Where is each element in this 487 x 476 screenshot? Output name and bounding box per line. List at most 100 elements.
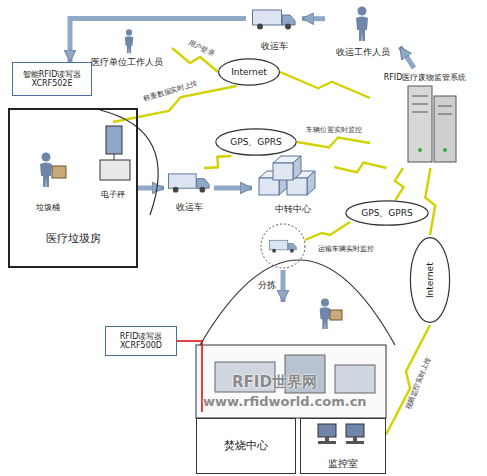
transfer-center: 中转中心 — [252, 155, 334, 215]
incinerator-building — [335, 365, 375, 393]
node-label: 收运车 — [261, 41, 288, 51]
server-figure — [408, 86, 432, 162]
node-label: Internet — [425, 262, 435, 298]
server-figure — [434, 96, 456, 162]
wireless-link — [425, 168, 435, 235]
person-figure — [320, 298, 331, 329]
reader-device — [100, 160, 130, 180]
wireless-link — [204, 156, 231, 168]
node-label: Internet — [231, 67, 267, 77]
ellipse-outline — [346, 201, 428, 225]
person-figure — [40, 153, 52, 188]
coverage-arc — [200, 260, 395, 345]
worker-figure: 收运工作人员 — [325, 2, 400, 58]
truck-figure — [253, 10, 296, 30]
watermark-text: www.rfidworld.com.cn — [203, 395, 367, 409]
flow-arrow — [214, 185, 252, 190]
node-label: 监控室 — [328, 458, 358, 470]
network-ellipse: GPS、GPRS — [215, 128, 297, 156]
wireless-link — [297, 138, 370, 148]
annotation-label: 分拣 — [258, 281, 276, 291]
reader-callout: 智能RFID读写器XCRF502E — [12, 62, 92, 96]
reader-device — [100, 126, 130, 180]
computer-figure — [346, 441, 364, 444]
monitor-room: 监控室 — [300, 418, 386, 474]
computer-figure — [318, 424, 364, 444]
node-label: 医疗单位工作人员 — [91, 57, 163, 67]
room-arc — [100, 110, 158, 215]
server-figure — [412, 104, 428, 105]
computer-figure — [346, 424, 364, 437]
flow-arrow — [138, 185, 164, 190]
wireless-link — [334, 163, 387, 173]
wireless-link — [305, 222, 350, 240]
ellipse-outline — [219, 59, 280, 85]
node-label: 收运车 — [176, 202, 203, 212]
coverage-arc — [200, 260, 395, 345]
wireless-link — [395, 168, 404, 200]
node-label: 电子秤 — [101, 190, 125, 199]
node-label: 垃圾桶 — [36, 203, 60, 212]
scale-device: 电子秤 — [92, 122, 134, 202]
computer-figure — [353, 437, 357, 441]
incinerator-building — [196, 345, 386, 418]
server-figure — [408, 86, 456, 162]
server-system: RFID医疗废物监管系统 — [370, 68, 480, 168]
server-figure — [418, 148, 422, 152]
server-figure — [438, 106, 452, 107]
reader-callout: RFID读写器XCRF500D — [105, 326, 177, 356]
sorting-circle — [269, 240, 296, 252]
node-label: RFID医疗废物监管系统 — [384, 73, 467, 82]
sorting-circle — [261, 224, 305, 268]
sorting-arrow — [281, 270, 286, 302]
computer-figure — [325, 437, 329, 441]
room-arc — [100, 110, 158, 215]
ellipse-outline — [410, 238, 449, 323]
box-stack — [259, 156, 315, 195]
flow-arrow — [400, 47, 414, 68]
computer-figure — [318, 424, 336, 437]
person-figure — [330, 310, 342, 320]
person-figure — [356, 7, 368, 42]
flow-arrow — [70, 18, 246, 62]
node-label: XCRF500D — [120, 341, 162, 350]
node-label: 收运工作人员 — [336, 47, 390, 57]
ellipse-outline — [216, 129, 296, 155]
node-label: RFID读写器 — [120, 332, 163, 341]
connector-label: 称重数据实时上传 — [143, 81, 201, 105]
incineration-center: 焚烧中心 — [196, 418, 296, 474]
incinerator-building — [196, 345, 386, 418]
node-label: 医疗垃圾房 — [46, 233, 101, 246]
reader-device — [114, 154, 115, 160]
sorting-circle — [261, 224, 305, 268]
person-figure — [52, 166, 66, 178]
reader-device — [106, 126, 122, 154]
wireless-link — [280, 72, 370, 98]
truck-figure: 收运车 — [164, 168, 214, 213]
truck-figure — [168, 174, 209, 193]
waste-room: 医疗垃圾房 垃圾桶 电子秤 — [8, 108, 138, 268]
node-label: 焚烧中心 — [224, 440, 268, 453]
annotation-label: 运输车辆实时监控 — [318, 246, 374, 254]
node-label: 智能RFID读写器 — [23, 70, 82, 79]
server-figure — [443, 148, 447, 152]
reader-leader — [177, 341, 202, 412]
truck-figure: 收运车 — [246, 4, 302, 52]
person-figure — [125, 29, 133, 53]
node-label: XCRF502E — [32, 79, 73, 88]
watermark-text: RFID世界网 — [232, 374, 317, 391]
server-figure — [412, 112, 428, 113]
network-ellipse: Internet — [410, 235, 450, 325]
person-figure — [40, 7, 368, 330]
node-label: GPS、GPRS — [361, 208, 412, 218]
computer-figure — [318, 441, 336, 444]
network-ellipse: Internet — [218, 58, 280, 86]
sorting-arrow — [283, 270, 284, 302]
flow-arrow — [302, 16, 325, 21]
connector-label: 车辆位置实时监控 — [305, 126, 363, 134]
reader-leader — [177, 341, 202, 412]
worker-figure: 医疗单位工作人员 — [82, 28, 172, 68]
server-figure — [412, 96, 428, 97]
box-stack — [273, 156, 301, 180]
